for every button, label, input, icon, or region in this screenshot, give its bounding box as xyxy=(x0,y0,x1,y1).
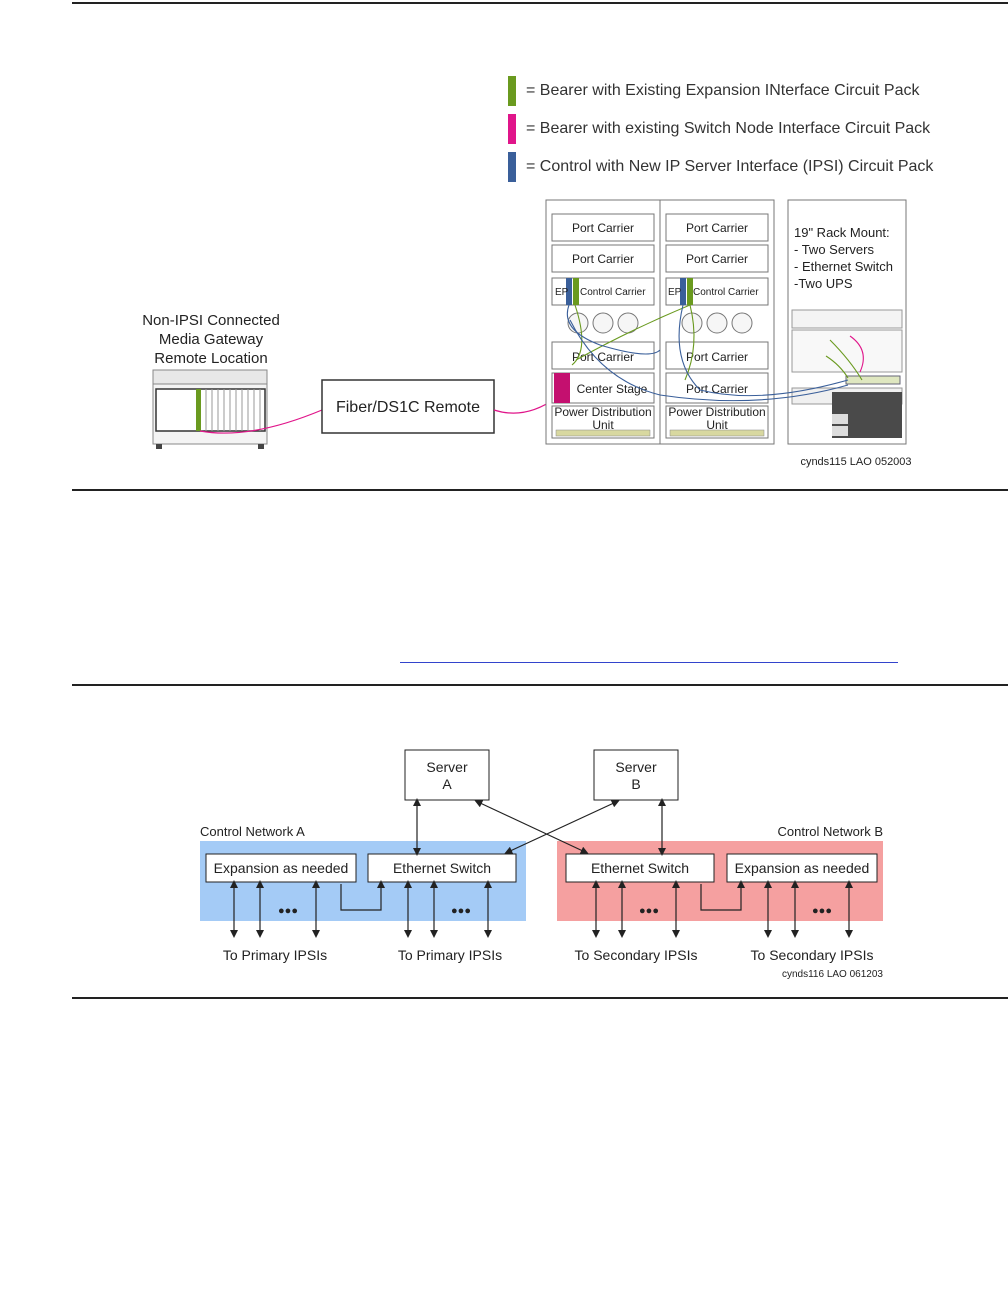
figure-1-diagram: Non-IPSI Connected Media Gateway Remote … xyxy=(142,199,912,468)
server-b-box xyxy=(593,749,679,801)
rack-label-line-1: 19" Rack Mount: xyxy=(794,225,890,240)
fiber-box-label: Fiber/DS1C Remote xyxy=(336,399,480,416)
server-b-label-line-1: Server xyxy=(615,759,657,775)
bottom-label-3: To Secondary IPSIs xyxy=(575,947,698,963)
ellipsis-dots-4: ●●● xyxy=(812,905,832,917)
ethernet-switch-a-label: Ethernet Switch xyxy=(393,860,491,876)
cabinet-right xyxy=(659,199,775,445)
cabinet-left-power-line-1: Power Distribution xyxy=(554,405,651,419)
cabinet-right-ep: EP xyxy=(668,287,682,298)
cabinet-left-port-carrier-1: Port Carrier xyxy=(572,221,634,235)
figure-1-caption: cynds115 LAO 052003 xyxy=(800,456,911,468)
ellipsis-dots-2: ●●● xyxy=(451,905,471,917)
bottom-label-1: To Primary IPSIs xyxy=(223,947,327,963)
rule-below-figure-1 xyxy=(72,489,1008,491)
cabinet-left-power-line-2: Unit xyxy=(592,418,614,432)
legend-label: = Control with New IP Server Interface (… xyxy=(526,158,934,175)
rack-label-line-2: - Two Servers xyxy=(794,242,874,257)
cabinet-right-control-carrier: Control Carrier xyxy=(693,287,759,298)
legend-item-magenta: = Bearer with existing Switch Node Inter… xyxy=(508,114,930,144)
blue-swatch-icon xyxy=(508,152,516,182)
control-network-a-label: Control Network A xyxy=(200,824,305,839)
gateway-label-line-1: Non-IPSI Connected xyxy=(142,312,280,329)
ethernet-switch-a-box xyxy=(367,853,517,883)
media-gateway-icon xyxy=(152,369,268,449)
server-b-label-line-2: B xyxy=(631,776,640,792)
cabinet-left-ep: EP xyxy=(555,287,569,298)
expansion-a-box xyxy=(205,853,357,883)
figure-2-diagram: Control Network A Control Network B Serv… xyxy=(200,749,883,980)
expansion-a-label: Expansion as needed xyxy=(214,860,349,876)
server-a-box xyxy=(404,749,490,801)
rack-label-line-3: - Ethernet Switch xyxy=(794,259,893,274)
cross-reference-link[interactable] xyxy=(400,662,898,663)
fiber-box xyxy=(321,379,495,434)
cabinet-left-control-carrier: Control Carrier xyxy=(580,287,646,298)
server-a-label-line-2: A xyxy=(442,776,452,792)
server-connections xyxy=(230,798,853,938)
rule-above-figure-2 xyxy=(72,684,1008,686)
legend-item-green: = Bearer with Existing Expansion INterfa… xyxy=(508,76,920,106)
ethernet-switch-b-label: Ethernet Switch xyxy=(591,860,689,876)
expansion-b-label: Expansion as needed xyxy=(735,860,870,876)
bottom-label-4: To Secondary IPSIs xyxy=(751,947,874,963)
green-swatch-icon xyxy=(508,76,516,106)
legend-label: = Bearer with existing Switch Node Inter… xyxy=(526,120,931,137)
ellipsis-dots-1: ●●● xyxy=(278,905,298,917)
server-a-label-line-1: Server xyxy=(426,759,468,775)
expansion-b-box xyxy=(726,853,878,883)
gateway-label-line-3: Remote Location xyxy=(154,350,267,367)
legend-label: = Bearer with Existing Expansion INterfa… xyxy=(526,82,920,99)
cabinet-right-port-carrier-4: Port Carrier xyxy=(686,382,748,396)
control-network-b-label: Control Network B xyxy=(778,824,883,839)
rule-below-figure-2 xyxy=(72,997,1008,999)
rack-label-line-4: -Two UPS xyxy=(794,276,853,291)
magenta-swatch-icon xyxy=(508,114,516,144)
cabinet-left xyxy=(545,199,661,445)
ethernet-switch-b-box xyxy=(565,853,715,883)
cabinet-left-port-carrier-2: Port Carrier xyxy=(572,252,634,266)
cabinet-right-port-carrier-1: Port Carrier xyxy=(686,221,748,235)
interconnect-cables xyxy=(566,304,864,402)
legend-item-blue: = Control with New IP Server Interface (… xyxy=(508,152,933,182)
figure-2-caption: cynds116 LAO 061203 xyxy=(782,969,883,980)
cabinet-left-center-stage: Center Stage xyxy=(577,382,648,396)
cabinet-right-power-line-2: Unit xyxy=(706,418,728,432)
gateway-label-line-2: Media Gateway xyxy=(159,331,264,348)
rack-mount xyxy=(787,199,907,445)
cabinet-right-port-carrier-2: Port Carrier xyxy=(686,252,748,266)
bottom-label-2: To Primary IPSIs xyxy=(398,947,502,963)
top-rule xyxy=(72,2,1008,4)
bearer-cable-magenta xyxy=(199,409,323,434)
ellipsis-dots-3: ●●● xyxy=(639,905,659,917)
cabinet-right-port-carrier-3: Port Carrier xyxy=(686,350,748,364)
cabinet-right-power-line-1: Power Distribution xyxy=(668,405,765,419)
